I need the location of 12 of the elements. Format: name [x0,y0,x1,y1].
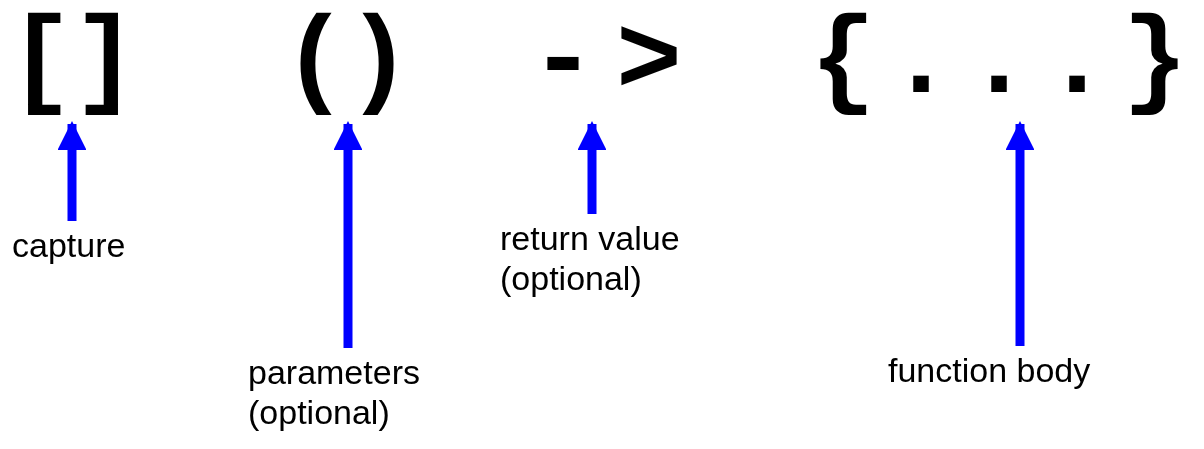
parameter-parentheses: () [282,8,411,118]
capture-brackets: [] [8,8,137,118]
parameters-label: parameters (optional) [248,352,478,432]
function-body-label: function body [888,350,1148,390]
return-arrow-symbol: -> [530,8,703,118]
arrow [1005,121,1035,346]
arrow [577,121,607,214]
body-braces: {...} [810,8,1201,118]
capture-label: capture [12,225,162,265]
return-value-label: return value (optional) [500,218,710,298]
arrow [333,121,363,348]
arrow [57,121,87,221]
